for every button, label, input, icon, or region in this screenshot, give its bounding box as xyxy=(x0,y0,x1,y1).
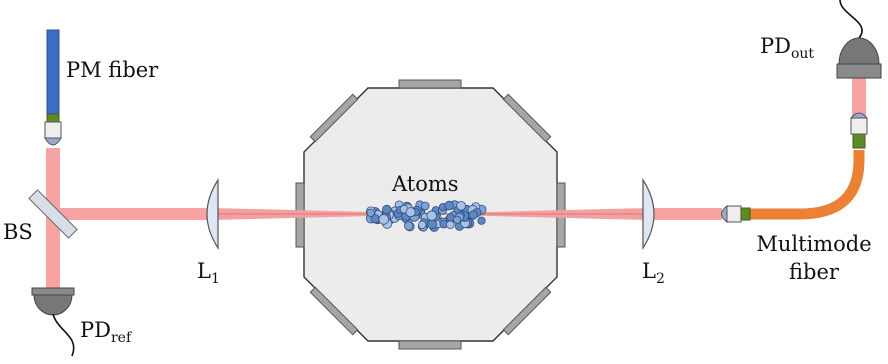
lens-l1 xyxy=(206,177,219,251)
pm-fiber-connector-body xyxy=(44,121,62,139)
label-l1: L1 xyxy=(197,259,220,287)
atom xyxy=(452,215,462,224)
atom xyxy=(426,210,437,221)
multimode-fiber-assembly xyxy=(721,112,869,223)
atom xyxy=(403,221,414,231)
pd-out-detector xyxy=(836,0,882,79)
pd-out-dome xyxy=(838,37,880,65)
viewport-top xyxy=(398,79,462,89)
viewport-bottom-left xyxy=(309,286,359,336)
label-l1-main: L xyxy=(197,259,211,283)
viewport-bottom xyxy=(398,340,462,350)
label-multimode-fiber: Multimode fiber xyxy=(756,232,871,284)
pd-out-cable xyxy=(839,0,863,39)
label-l1-sub: 1 xyxy=(211,271,220,287)
pd-ref-dome xyxy=(33,294,73,316)
multimode-fiber-input-green xyxy=(740,207,751,221)
beam-to-l1 xyxy=(53,208,213,220)
multimode-fiber-output-connector xyxy=(850,117,868,135)
pm-fiber xyxy=(46,29,60,115)
beam-to-pd-out xyxy=(852,78,866,118)
multimode-fiber-output-lens xyxy=(849,112,869,119)
atom xyxy=(405,207,416,218)
multimode-fiber xyxy=(748,150,865,220)
pd-out-base xyxy=(836,63,882,79)
lens-l2 xyxy=(642,177,655,251)
label-pm-fiber: PM fiber xyxy=(66,58,159,82)
pd-ref-detector xyxy=(31,287,75,357)
pm-fiber-collimator-lens xyxy=(44,137,62,146)
label-l2-main: L xyxy=(642,259,656,283)
atom xyxy=(445,220,455,229)
pm-fiber-assembly xyxy=(44,29,62,146)
label-pd-ref: PDref xyxy=(80,318,133,346)
atom-cloud xyxy=(365,200,487,232)
atom xyxy=(418,220,427,229)
viewport-top-left xyxy=(309,93,359,143)
beam-splitter xyxy=(28,189,78,239)
label-pd-out-sub: out xyxy=(791,46,814,62)
atom xyxy=(444,200,455,211)
label-l2-sub: 2 xyxy=(656,271,665,287)
multimode-fiber-input-lens xyxy=(721,205,728,223)
atom xyxy=(468,210,478,220)
label-pd-out-main: PD xyxy=(760,34,791,58)
pd-ref-base xyxy=(31,287,75,296)
label-pd-out: PDout xyxy=(760,34,814,62)
multimode-fiber-output-green xyxy=(852,133,866,149)
atom xyxy=(366,208,375,217)
atom xyxy=(456,201,466,211)
label-multimode-line2: fiber xyxy=(789,260,840,284)
viewport-top-right xyxy=(502,93,552,143)
multimode-fiber-input-connector xyxy=(726,205,742,223)
label-multimode-line1: Multimode xyxy=(756,232,871,256)
label-atoms: Atoms xyxy=(391,172,459,196)
label-pd-ref-sub: ref xyxy=(111,330,133,346)
label-l2: L2 xyxy=(642,259,665,287)
pd-ref-cable xyxy=(52,313,75,357)
label-bs: BS xyxy=(3,220,33,244)
beam-to-fiber xyxy=(648,208,722,220)
label-pd-ref-main: PD xyxy=(80,318,111,342)
pm-fiber-connector-green xyxy=(46,113,60,123)
atom xyxy=(382,204,392,215)
atom xyxy=(420,201,430,211)
atom xyxy=(378,214,390,225)
viewport-bottom-right xyxy=(502,286,552,336)
atom xyxy=(477,216,486,225)
atom xyxy=(427,219,437,230)
